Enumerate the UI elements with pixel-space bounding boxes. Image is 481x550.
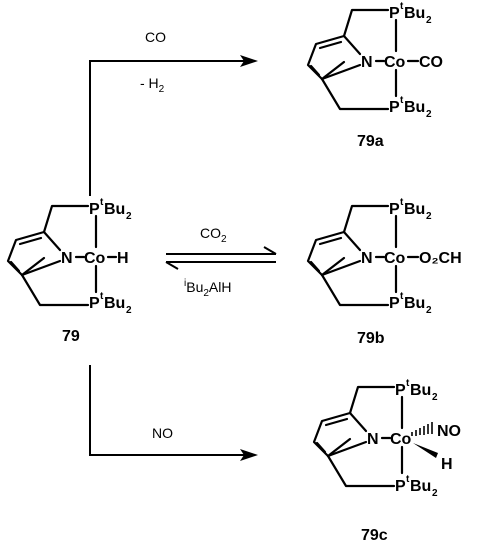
atom-p-bottom: P [395,478,406,495]
reagent-no: NO [152,425,173,441]
atom-n: N [367,431,379,448]
reagent-co2: CO2 [200,225,227,245]
compound-79a-structure [306,8,420,111]
bu-label: Bu [104,201,125,218]
ring-to-n-bond-top [342,230,362,252]
pyrrole-double-bond-1 [9,260,21,273]
bu-label: Bu [404,5,425,22]
atom-p-top: P [89,201,100,218]
tert-label: t [100,197,104,208]
co-ligand: CO [419,54,443,71]
arrow-head-79c [240,449,258,461]
ring-to-n-bond-bottom [20,259,62,277]
pyrrole-double-bond-1 [309,260,321,273]
tert-label: t [400,291,404,302]
bu-label: Bu [404,201,425,218]
pyrrole-ring [306,230,346,277]
bu-label: Bu [410,382,431,399]
atom-n: N [361,250,373,267]
pyrrole-ring [6,230,46,277]
subscript-2: 2 [426,211,432,222]
pyrrole-double-bond-1 [315,441,327,454]
subscript-2: 2 [426,15,432,26]
arrow-head-79a [240,55,258,67]
solid-wedge-bond [413,443,438,458]
tert-label: t [400,197,404,208]
ring-to-n-bond-top [342,34,362,56]
lower-ch2-arm [320,273,390,307]
atom-co: Co [384,250,406,267]
hashed-wedge-bond [411,422,433,436]
atom-p-bottom: P [389,295,400,312]
atom-co: Co [390,431,412,448]
pyrrole-double-bond-2 [318,40,343,50]
pyrrole-double-bond-2 [18,236,43,246]
reagent-co: CO [145,29,166,45]
arrow-to-79c [89,365,244,456]
ring-to-n-bond-bottom [320,259,362,277]
atom-p-top: P [395,382,406,399]
bu-label: Bu [404,295,425,312]
compound-79c-structure [312,385,404,488]
arrow-to-79a [89,60,244,196]
formate-ligand: O₂CH [419,250,462,267]
subscript-2: 2 [126,305,132,316]
compound-label-79c: 79c [361,527,388,544]
pyrrole-ring [306,34,346,81]
atom-p-top: P [389,201,400,218]
ring-to-n-bond-top [348,411,368,433]
atom-co: Co [84,250,106,267]
subscript-2: 2 [126,211,132,222]
ring-to-n-bond-bottom [320,63,362,81]
compound-label-79b: 79b [357,330,385,347]
compound-79-structure [6,204,118,307]
tert-label: t [400,95,404,106]
equilibrium-arrows [165,246,277,270]
compound-79b-structure [306,204,420,307]
tert-label: t [406,474,410,485]
atom-p-bottom: P [389,99,400,116]
compound-label-79: 79 [62,328,80,345]
atom-p-top: P [389,5,400,22]
upper-ch2-arm [348,385,396,415]
lower-ch2-arm [20,273,90,307]
lower-ch2-arm [326,454,396,488]
lower-ch2-arm [320,77,390,111]
atom-h: H [117,250,129,267]
no-ligand: NO [437,423,461,440]
pyrrole-double-bond-2 [318,236,343,246]
ring-to-n-bond-top [42,230,62,252]
upper-ch2-arm [342,8,390,38]
subscript-2: 2 [432,392,438,403]
atom-n: N [61,250,73,267]
pyrrole-ring [312,411,352,458]
upper-ch2-arm [342,204,390,234]
atom-h: H [441,456,453,473]
ring-to-n-bond-bottom [326,440,368,458]
atom-n: N [361,54,373,71]
pyrrole-double-bond-1 [309,64,321,77]
tert-label: t [406,378,410,389]
tert-label: t [100,291,104,302]
subscript-2: 2 [432,488,438,499]
reagent-minus-h2: - H2 [140,75,165,95]
reagent-ibu2alh: iBu2AlH [184,278,231,299]
subscript-2: 2 [426,305,432,316]
compound-label-79a: 79a [357,133,384,150]
bu-label: Bu [410,478,431,495]
atom-p-bottom: P [89,295,100,312]
tert-label: t [400,1,404,12]
subscript-2: 2 [426,109,432,120]
bu-label: Bu [104,295,125,312]
upper-ch2-arm [42,204,90,234]
pyrrole-double-bond-2 [324,417,349,427]
atom-co: Co [384,54,406,71]
bu-label: Bu [404,99,425,116]
